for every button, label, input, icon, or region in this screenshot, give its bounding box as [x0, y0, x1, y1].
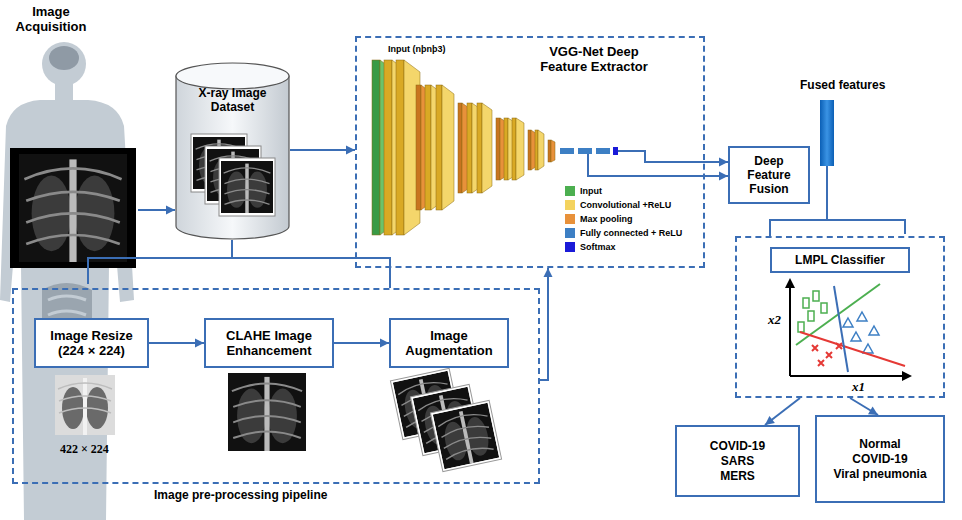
- connector-line: [540, 268, 548, 380]
- arrowhead: [719, 158, 728, 167]
- feature-vector: Fused features: [820, 100, 834, 166]
- arrowhead: [765, 416, 775, 425]
- scatter-plot: [785, 278, 912, 381]
- group-title: VGG-Net Deep Feature Extractor: [532, 44, 656, 74]
- connector: [138, 206, 175, 215]
- legend-item: Convolutional +ReLU: [565, 200, 671, 210]
- feature-label: Fused features: [800, 78, 885, 92]
- class-name: MERS: [720, 469, 755, 484]
- legend-item: Input: [565, 186, 602, 196]
- process-box: CLAHE Image Enhancement: [204, 318, 334, 368]
- legend-label: Max pooling: [580, 214, 633, 224]
- axis-label: x2: [768, 312, 781, 328]
- class-name: Normal: [859, 437, 900, 452]
- process-label: Image Resize (224 × 224): [42, 328, 141, 358]
- connector: [850, 398, 878, 415]
- connector-line: [290, 149, 355, 151]
- group-label: Image pre-processing pipeline: [154, 488, 327, 502]
- connector: [232, 240, 390, 288]
- legend-label: Input: [580, 186, 602, 196]
- legend-swatch: [565, 242, 575, 252]
- arrowhead: [346, 146, 355, 155]
- dataset-label: X-ray Image Dataset: [191, 86, 275, 114]
- connector: [334, 339, 389, 348]
- connector: [705, 158, 728, 167]
- process-box: Deep Feature Fusion: [728, 146, 810, 204]
- process-box: Image Augmentation: [389, 318, 509, 368]
- input-size-label: Input (nþnþ3): [388, 44, 445, 54]
- output-box: NormalCOVID-19Viral pneumonia: [815, 415, 945, 503]
- legend-swatch: [565, 200, 575, 210]
- process-box: Image Resize (224 × 224): [34, 318, 149, 368]
- legend-item: Fully connected + ReLU: [565, 228, 682, 238]
- legend-swatch: [565, 228, 575, 238]
- classifier-group: LMPL Classifier: [735, 236, 945, 398]
- process-label: Image Augmentation: [397, 328, 501, 358]
- connector: [149, 339, 204, 348]
- classifier-title: LMPL Classifier: [770, 247, 910, 273]
- legend-item: Softmax: [565, 242, 616, 252]
- process-label: CLAHE Image Enhancement: [212, 328, 326, 358]
- legend-swatch: [565, 186, 575, 196]
- axis-label: x1: [852, 379, 865, 395]
- connector: [540, 268, 553, 380]
- connector-line: [232, 240, 390, 288]
- legend-item: Max pooling: [565, 214, 633, 224]
- legend-swatch: [565, 214, 575, 224]
- feature-lines: [588, 151, 705, 176]
- arrowhead: [166, 206, 175, 215]
- class-name: COVID-19: [710, 439, 765, 454]
- connector-line: [765, 398, 800, 425]
- class-name: SARS: [721, 454, 754, 469]
- dimension-label: 422 × 224: [60, 442, 109, 457]
- arrowhead: [195, 339, 204, 348]
- class-name: COVID-19: [852, 452, 907, 467]
- legend-label: Softmax: [580, 242, 616, 252]
- legend-label: Fully connected + ReLU: [580, 228, 682, 238]
- figure-title: Image Acquisition: [6, 4, 96, 34]
- connector: [705, 172, 728, 181]
- dataset-cylinder: X-ray Image Dataset: [175, 62, 290, 240]
- connector: [290, 146, 355, 155]
- output-box: COVID-19SARSMERS: [675, 425, 800, 497]
- connector-line: [850, 398, 878, 415]
- arrowhead: [380, 339, 389, 348]
- process-label: Deep Feature Fusion: [736, 154, 802, 196]
- connector: [765, 398, 800, 425]
- arrowhead: [719, 172, 728, 181]
- arrowhead: [544, 268, 553, 277]
- sample-images: [55, 368, 502, 471]
- legend-label: Convolutional +ReLU: [580, 200, 671, 210]
- acquisition-figure: Image Acquisition: [0, 0, 138, 275]
- human-figure: [0, 42, 136, 520]
- arrowhead: [868, 407, 878, 416]
- class-name: Viral pneumonia: [833, 467, 926, 482]
